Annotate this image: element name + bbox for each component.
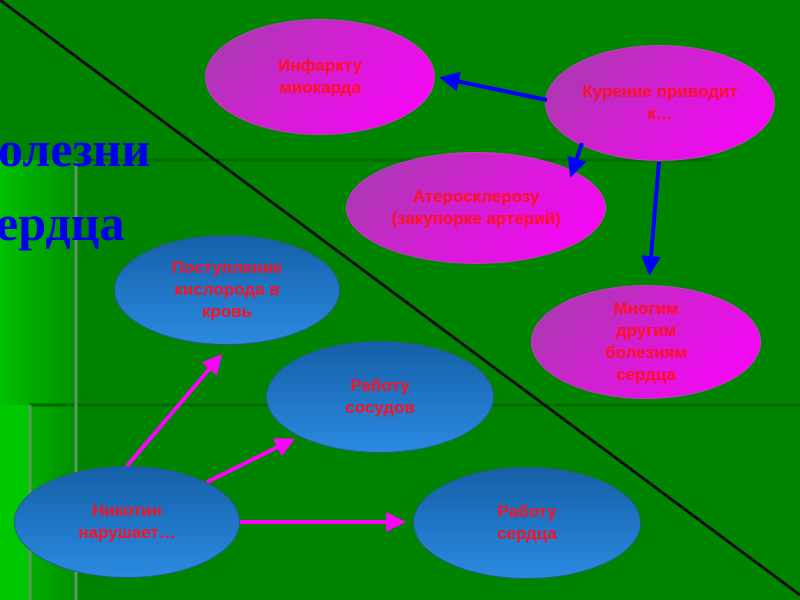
node-heart: Работу сердца (413, 467, 641, 579)
node-nicotine: Никотин нарушает… (14, 466, 240, 578)
node-smoking: Курение приводит к… (545, 45, 775, 161)
node-infarct: Инфаркту миокарда (205, 19, 435, 135)
node-atherosclerosis: Атеросклерозу (закупорке артерий) (346, 152, 606, 264)
node-vessels: Работу сосудов (266, 341, 494, 453)
node-other-diseases: Многим другим болезням сердца (531, 285, 761, 399)
title-line-1: олезни (0, 121, 151, 177)
node-oxygen: Поступление кислорода в кровь (114, 235, 340, 345)
title-line-2: ердца (0, 195, 125, 251)
